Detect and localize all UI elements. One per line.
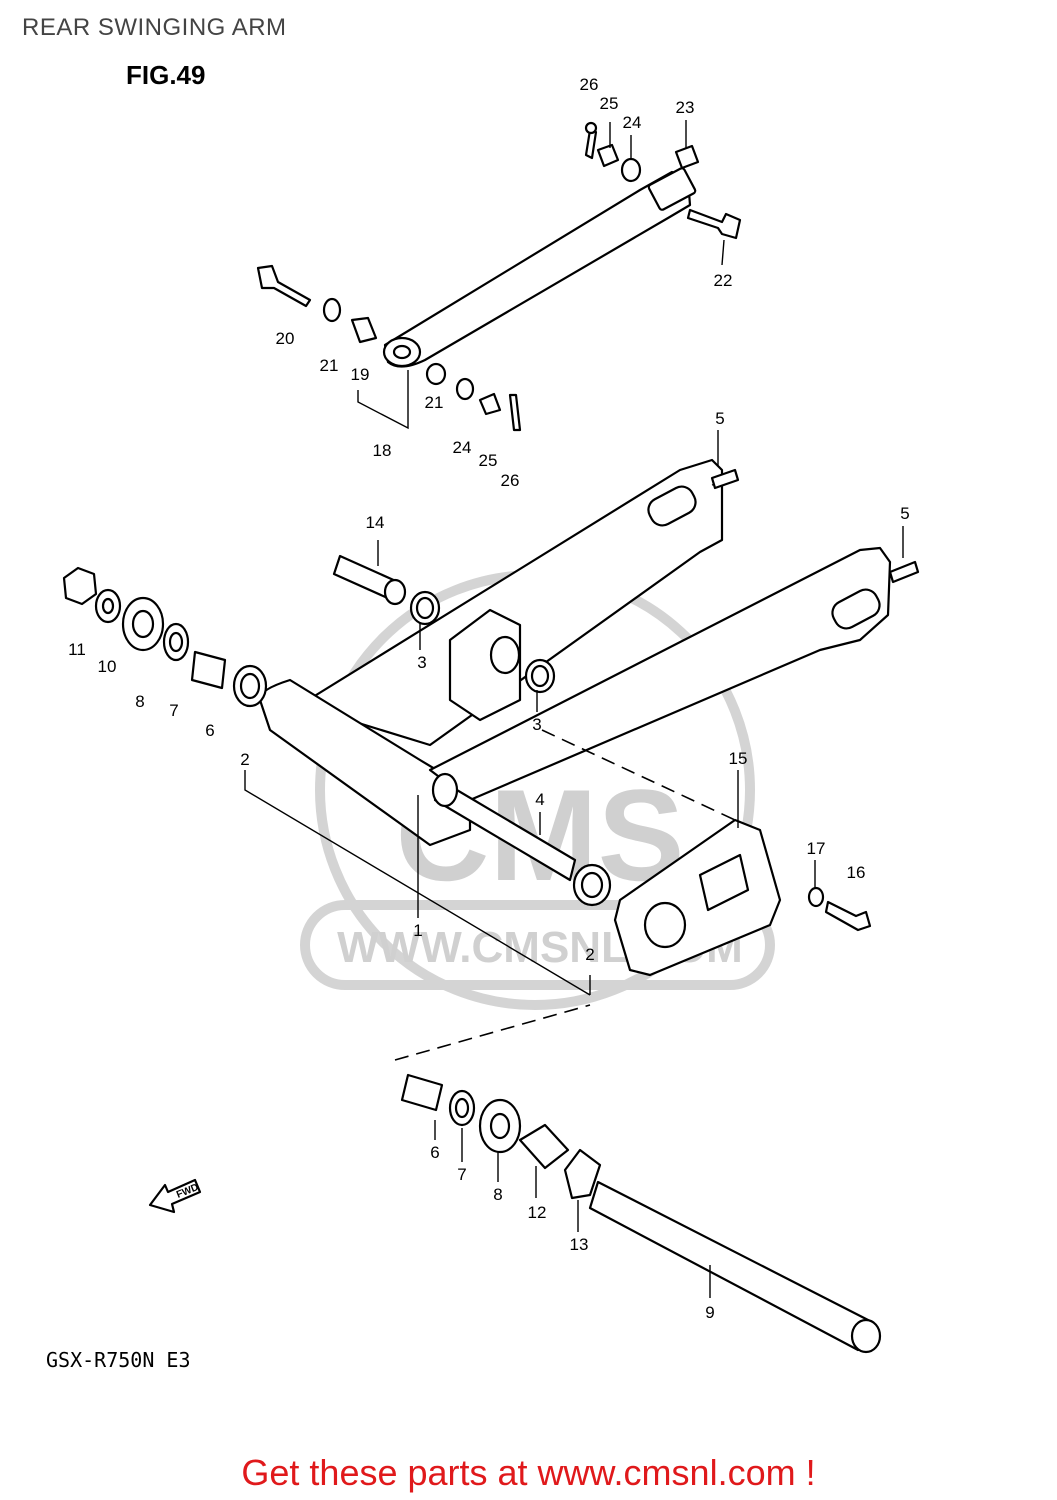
callout-24: 24	[453, 438, 472, 457]
part-callouts: 26 25 24 23 22 20 21 19 18 21 24 25 26 5…	[68, 75, 910, 1322]
callout-21: 21	[425, 393, 444, 412]
callout-21: 21	[320, 356, 339, 375]
left-hardware-stack	[62, 566, 268, 708]
callout-18: 18	[373, 441, 392, 460]
callout-5: 5	[715, 409, 724, 428]
exploded-parts-diagram: CMS WWW.CMSNL.COM	[62, 75, 920, 1354]
top-hardware	[256, 121, 742, 432]
callout-24: 24	[623, 113, 642, 132]
callout-6: 6	[205, 721, 214, 740]
callout-11: 11	[68, 640, 86, 659]
leader-lines	[244, 120, 904, 1298]
torque-link-18	[382, 167, 697, 368]
footer-link[interactable]: Get these parts at www.cmsnl.com !	[241, 1452, 816, 1493]
chain-guide-15	[613, 818, 872, 977]
callout-2: 2	[240, 750, 249, 769]
callout-8: 8	[493, 1185, 502, 1204]
callout-26: 26	[580, 75, 599, 94]
callout-22: 22	[714, 271, 733, 290]
callout-2: 2	[585, 945, 594, 964]
callout-5: 5	[900, 504, 909, 523]
callout-12: 12	[528, 1203, 547, 1222]
callout-3: 3	[417, 653, 426, 672]
callout-8: 8	[135, 692, 144, 711]
callout-13: 13	[570, 1235, 589, 1254]
figure-label: FIG.49	[126, 60, 206, 90]
model-code: GSX-R750N E3	[46, 1348, 191, 1372]
callout-20: 20	[276, 329, 295, 348]
callout-10: 10	[98, 657, 117, 676]
callout-25: 25	[479, 451, 498, 470]
callout-14: 14	[366, 513, 385, 532]
callout-7: 7	[457, 1165, 466, 1184]
callout-4: 4	[535, 790, 544, 809]
callout-16: 16	[847, 863, 866, 882]
page-title: REAR SWINGING ARM	[22, 14, 287, 41]
callout-25: 25	[600, 94, 619, 113]
callout-17: 17	[807, 839, 826, 858]
callout-7: 7	[169, 701, 178, 720]
fwd-arrow: FWD	[148, 1178, 202, 1214]
callout-9: 9	[705, 1303, 714, 1322]
swing-arm-1	[258, 458, 920, 847]
callout-23: 23	[676, 98, 695, 117]
callout-15: 15	[729, 749, 748, 768]
lower-hardware-stack	[400, 1073, 882, 1354]
callout-19: 19	[351, 365, 370, 384]
callout-3: 3	[532, 715, 541, 734]
callout-26: 26	[501, 471, 520, 490]
callout-6: 6	[430, 1143, 439, 1162]
callout-1: 1	[413, 921, 422, 940]
pivot-components	[332, 554, 612, 907]
